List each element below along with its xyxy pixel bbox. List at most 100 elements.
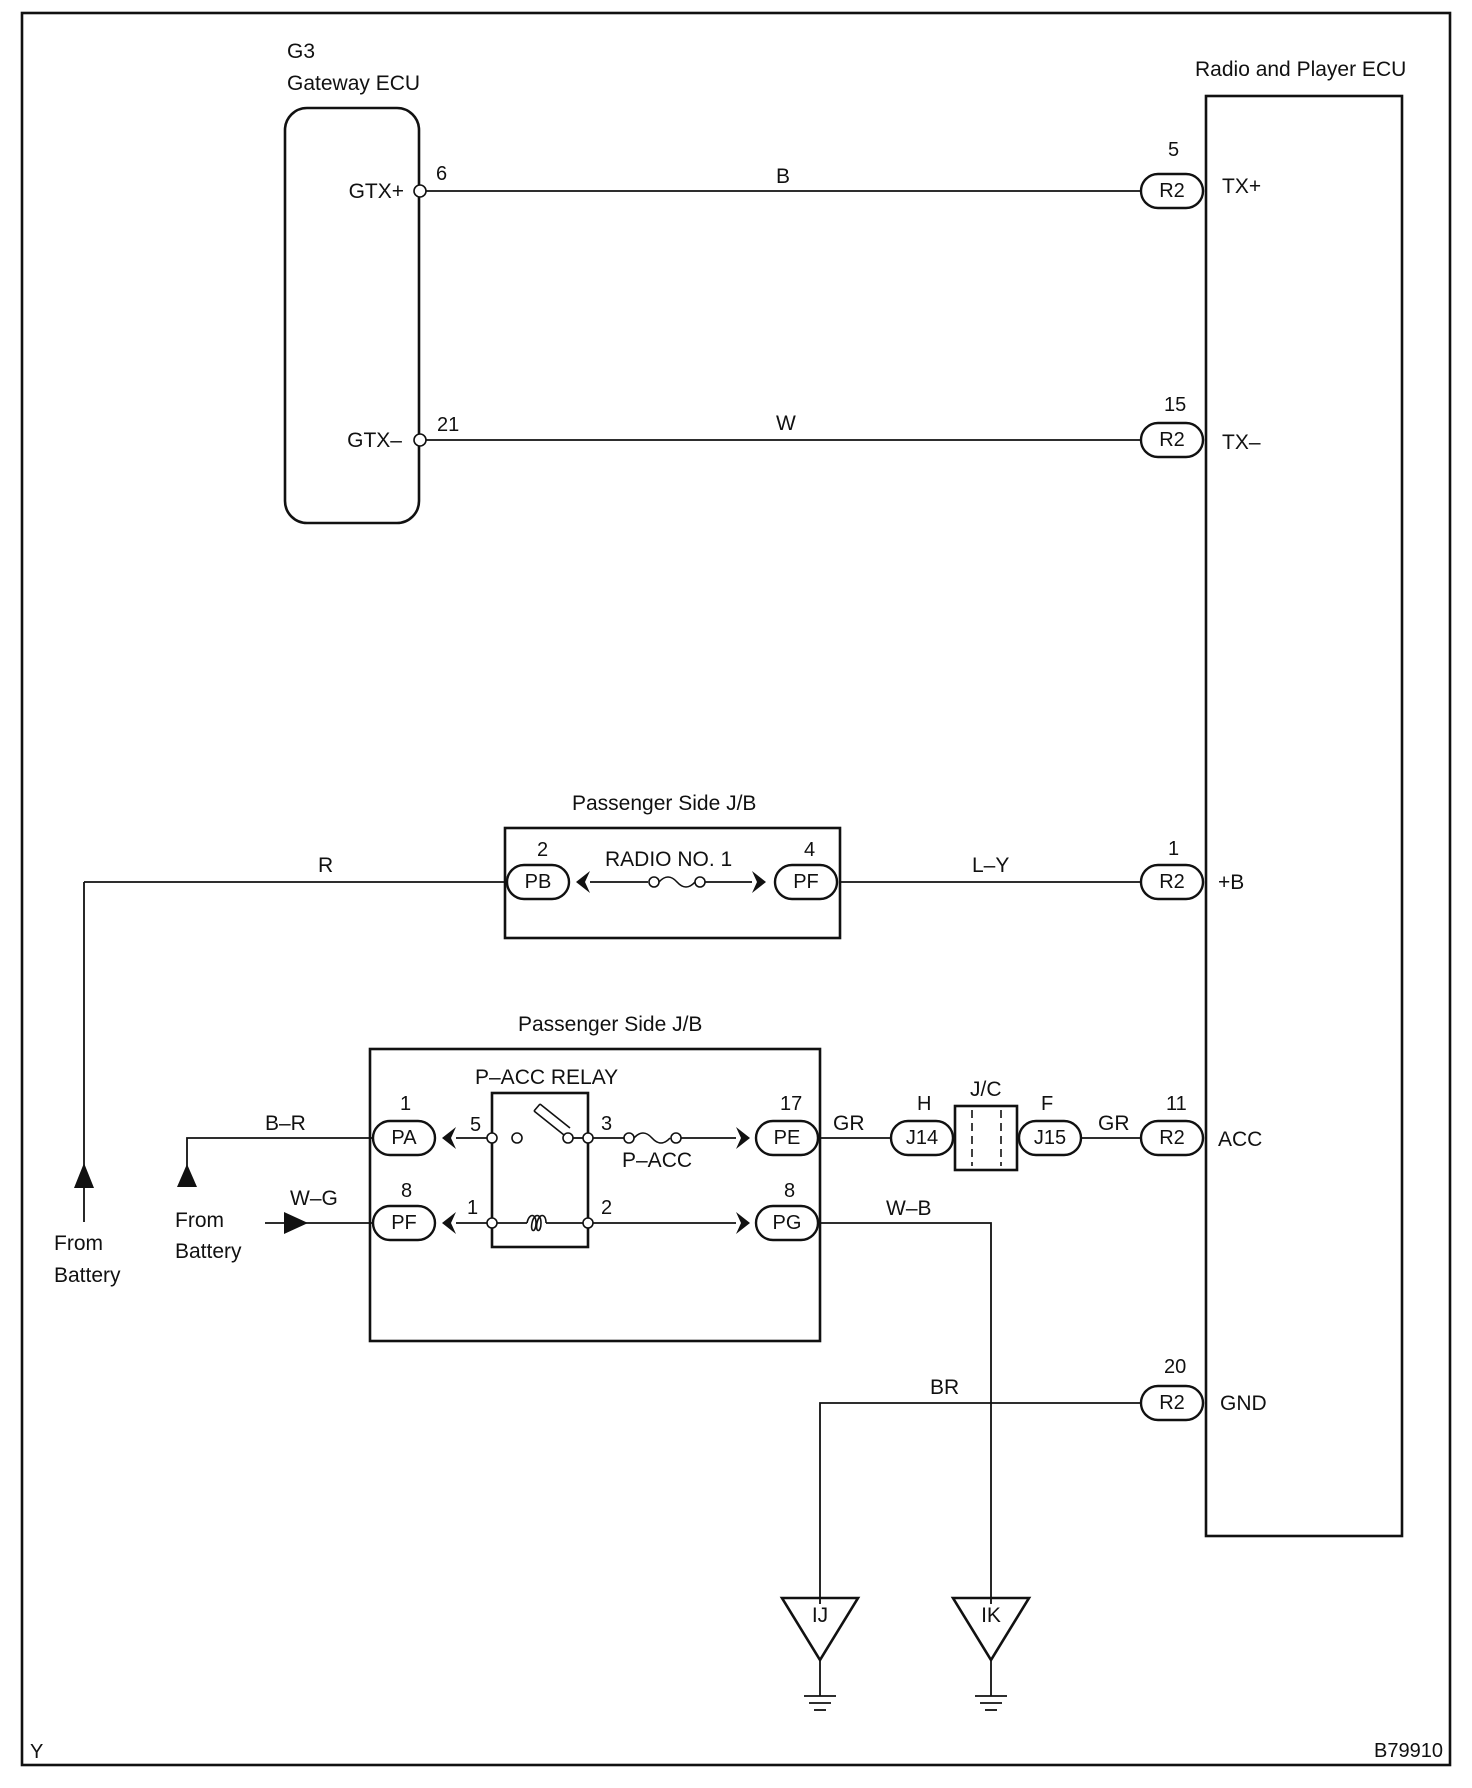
corner-label-y: Y [30,1741,43,1763]
radio-pin-b: +B [1218,871,1244,894]
wire-label-w-b: W–B [886,1197,932,1220]
gateway-ecu-box [283,106,421,525]
connector-r2-tx-plus: R2 [1139,172,1205,210]
fuse-p-acc-icon [633,1132,671,1144]
connector-pe: PE [754,1119,820,1157]
connector-j14: J14 [889,1119,955,1157]
battery-right-line1: From [175,1209,224,1232]
relay-pin-1: 1 [467,1197,478,1219]
w-g-arrow-icon [284,1212,308,1234]
radio-pin-number-5: 5 [1168,139,1179,161]
radio-pin-gnd: GND [1220,1392,1267,1415]
relay-label: P–ACC RELAY [475,1066,618,1089]
fuse-terminal-icon [670,1132,682,1144]
pin-gtx-plus-terminal [413,184,427,198]
relay-terminal-icon [582,1132,594,1144]
gateway-code: G3 [287,40,315,63]
battery-right-line2: Battery [175,1240,242,1263]
pin-gtx-minus-terminal [413,433,427,447]
svg-text:PA: PA [391,1127,417,1149]
wire-b-r [186,1137,373,1178]
pf-lower-arrow-icon [442,1212,456,1234]
pf-arrow-icon [752,871,766,893]
svg-text:J15: J15 [1034,1127,1066,1149]
connector-pf-upper: PF [773,863,839,901]
ground-ik: IK [950,1596,1032,1711]
svg-text:R2: R2 [1159,1392,1185,1414]
junction-block-upper: Passenger Side J/B 2 4 PB RADIO NO. 1 PF [503,792,842,940]
connector-r2-tx-minus: R2 [1139,421,1205,459]
radio-pin-number-11: 11 [1166,1093,1187,1115]
radio-pin-number-1: 1 [1168,838,1179,860]
fuse-terminal-icon [623,1132,635,1144]
relay-pin-3: 3 [601,1113,612,1135]
radio-pin-tx-minus: TX– [1222,431,1261,454]
fuse-label-radio-no1: RADIO NO. 1 [605,848,732,871]
jb-lower-pin-8-left: 8 [401,1180,412,1202]
radio-pin-acc: ACC [1218,1128,1262,1151]
relay-terminal-icon [486,1132,498,1144]
jb-lower-pin-8-right: 8 [784,1180,795,1202]
ground-ik-triangle-icon [950,1596,1032,1663]
connector-pa: PA [371,1119,437,1157]
battery-arrow-icon [74,1163,94,1188]
p-acc-relay-box [490,1091,590,1249]
svg-text:R2: R2 [1159,429,1185,451]
junction-block-lower: Passenger Side J/B P–ACC RELAY 1 8 17 8 … [368,1013,822,1343]
svg-text:PG: PG [773,1212,802,1234]
wire-label-r: R [318,854,333,877]
pb-arrow-icon [576,871,590,893]
relay-coil-icon [526,1214,547,1232]
battery-arrow-icon [177,1164,197,1187]
relay-switch-arm-icon [533,1110,565,1136]
ground-ij-label: IJ [812,1604,828,1627]
pg-arrow-icon [736,1212,750,1234]
radio-player-ecu: Radio and Player ECU TX+ TX– +B ACC GND … [1164,58,1406,1538]
gateway-pin-number-21: 21 [437,414,459,436]
connector-r2-acc: R2 [1139,1119,1205,1157]
svg-text:R2: R2 [1159,180,1185,202]
ground-ij-triangle-icon [779,1596,861,1663]
fuse-label-p-acc: P–ACC [622,1149,692,1172]
radio-title: Radio and Player ECU [1195,58,1406,81]
svg-text:PF: PF [391,1212,417,1234]
svg-text:PF: PF [793,871,819,893]
svg-text:J14: J14 [906,1127,938,1149]
jc-pin-h: H [917,1093,931,1115]
wire-label-w-g: W–G [290,1187,338,1210]
wire-w-b [818,1222,992,1604]
connector-r2-b: R2 [1139,863,1205,901]
figure-code: B79910 [1374,1740,1443,1762]
gateway-pin-gtx-minus: GTX– [347,429,402,452]
relay-pin-5: 5 [470,1114,481,1136]
fuse-radio-no1-icon [658,876,696,888]
gateway-pin-gtx-plus: GTX+ [349,180,404,203]
pa-arrow-icon [442,1127,456,1149]
battery-left-line1: From [54,1232,103,1255]
battery-left-line2: Battery [54,1264,121,1287]
relay-contact-icon [511,1132,523,1144]
connector-j15: J15 [1017,1119,1083,1157]
page-frame [20,11,1452,1767]
jc-pin-f: F [1041,1093,1053,1115]
wire-label-l-y: L–Y [972,854,1009,877]
connector-pf-lower: PF [371,1204,437,1242]
svg-text:PE: PE [774,1127,801,1149]
gateway-ecu: G3 Gateway ECU GTX+ GTX– 6 21 [283,40,459,525]
pe-arrow-icon [736,1127,750,1149]
wire-label-b: B [776,165,790,188]
wire-label-br: BR [930,1376,959,1399]
svg-text:R2: R2 [1159,871,1185,893]
connector-r2-gnd: R2 [1139,1384,1205,1422]
jb-upper-box [503,826,842,940]
jb-lower-pin-1: 1 [400,1093,411,1115]
gateway-title: Gateway ECU [287,72,420,95]
jb-lower-pin-17: 17 [780,1093,802,1115]
radio-pin-number-20: 20 [1164,1356,1186,1378]
wire-label-gr-left: GR [833,1112,865,1135]
wire-br [819,1402,1141,1604]
svg-text:PB: PB [525,871,552,893]
svg-text:R2: R2 [1159,1127,1185,1149]
gateway-pin-number-6: 6 [436,163,447,185]
